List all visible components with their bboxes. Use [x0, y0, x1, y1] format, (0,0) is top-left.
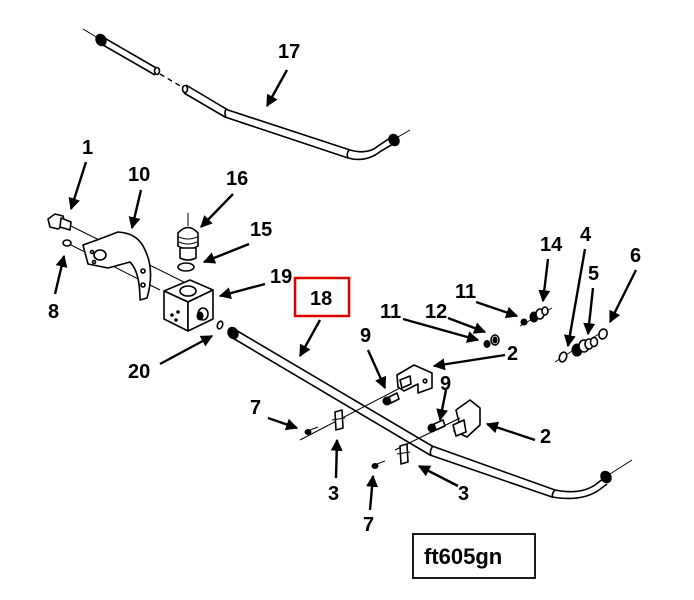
part-10-bracket[interactable]	[82, 231, 152, 301]
arrow-18	[298, 319, 322, 358]
part-7-rivet-left[interactable]	[304, 426, 319, 435]
arrow-5	[583, 287, 596, 336]
part-20-o-ring[interactable]	[216, 320, 224, 330]
arrow-1	[68, 161, 88, 211]
figure-code: ft605gn	[424, 544, 502, 569]
arrow-11-upper	[475, 300, 519, 319]
callout-5[interactable]: 5	[588, 263, 599, 285]
arrow-2-upper	[432, 353, 506, 371]
arrow-6	[608, 269, 638, 324]
callout-7-left[interactable]: 7	[250, 397, 261, 419]
arrow-20	[159, 334, 214, 366]
arrow-4	[563, 248, 587, 348]
part-2-clamp-upper[interactable]	[396, 364, 433, 394]
arrow-14	[538, 258, 551, 303]
callout-16[interactable]: 16	[226, 168, 248, 190]
part-2-clamp-lower[interactable]	[452, 399, 481, 438]
part-17-upper-tube[interactable]	[82, 28, 411, 161]
part-6-o-ring[interactable]	[598, 328, 609, 340]
callout-3-left[interactable]: 3	[328, 483, 339, 505]
arrow-3-left	[330, 438, 343, 479]
arrow-3-right	[417, 464, 459, 488]
callout-20[interactable]: 20	[128, 361, 150, 383]
part-5-adapter[interactable]	[571, 336, 599, 357]
part-1-bolt[interactable]	[47, 213, 72, 231]
highlight-box-18	[293, 276, 351, 318]
part-12-fitting[interactable]	[490, 334, 500, 346]
part-3-clip-right[interactable]	[396, 443, 411, 465]
arrow-8	[53, 254, 68, 295]
arrow-15	[202, 242, 250, 264]
callout-11-lower[interactable]: 11	[380, 301, 401, 323]
callout-labels: 17 1 10 16 15 19 8 20 18 14 4 5 6 11 12 …	[48, 41, 641, 536]
arrow-9-lower	[436, 389, 449, 422]
callout-2-upper[interactable]: 2	[507, 343, 518, 365]
callout-17[interactable]: 17	[278, 41, 300, 63]
part-16-fitting[interactable]	[177, 213, 199, 261]
arrow-19	[218, 282, 266, 300]
part-18-lower-tube[interactable]	[226, 325, 633, 500]
arrow-17	[265, 69, 289, 108]
part-9-screw-upper[interactable]	[299, 387, 401, 441]
arrow-10	[128, 189, 143, 230]
leader-arrows	[53, 69, 638, 511]
arrow-7-right	[366, 474, 379, 511]
callout-15[interactable]: 15	[250, 219, 272, 241]
callout-11-upper[interactable]: 11	[455, 281, 476, 303]
callout-2-lower[interactable]: 2	[540, 426, 551, 448]
callout-12[interactable]: 12	[425, 301, 447, 323]
figure-code-box: ft605gn	[412, 533, 536, 579]
callout-4[interactable]: 4	[580, 224, 592, 246]
arrow-16	[200, 193, 234, 228]
arrow-11-lower	[402, 317, 480, 343]
callout-9-upper[interactable]: 9	[360, 325, 371, 347]
callout-8[interactable]: 8	[48, 301, 59, 323]
part-3-clip-left[interactable]	[331, 409, 346, 431]
part-14-connector[interactable]	[519, 306, 553, 327]
callout-14[interactable]: 14	[540, 234, 563, 256]
arrow-2-lower	[485, 421, 536, 442]
arrow-7-left	[267, 416, 299, 431]
part-19-manifold-block[interactable]	[163, 279, 214, 332]
part-15-o-ring[interactable]	[177, 262, 195, 272]
callout-18[interactable]: 18	[310, 288, 332, 310]
callout-19[interactable]: 19	[270, 266, 292, 288]
callout-10[interactable]: 10	[128, 164, 150, 186]
callout-6[interactable]: 6	[630, 245, 641, 267]
callout-9-lower[interactable]: 9	[440, 373, 451, 395]
arrow-12	[447, 316, 487, 334]
callout-7-right[interactable]: 7	[363, 514, 374, 536]
callout-3-right[interactable]: 3	[458, 483, 469, 505]
part-11-seal-lower[interactable]	[483, 340, 491, 348]
callout-1[interactable]: 1	[82, 137, 93, 159]
arrow-9-upper	[366, 349, 387, 390]
part-7-rivet-right[interactable]	[371, 460, 386, 469]
